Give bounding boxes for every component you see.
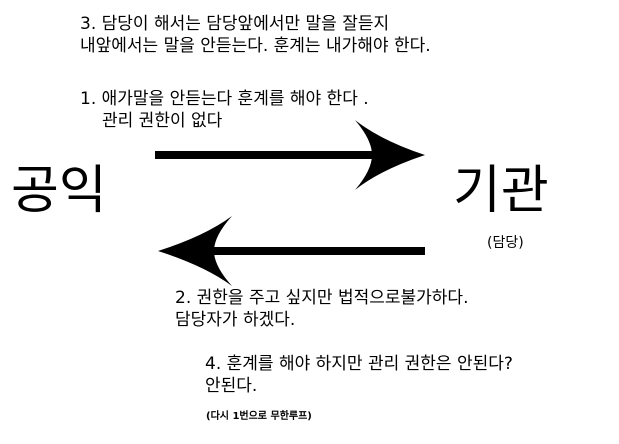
right-entity-label: 기관	[453, 161, 549, 221]
loop-note: (다시 1번으로 무한루프)	[206, 411, 312, 422]
note-step-3-line-1: 3. 담당이 해서는 담당앞에서만 말을 잘듣지	[80, 14, 390, 34]
note-step-2-line-1: 2. 권한을 주고 싶지만 법적으로불가하다.	[175, 288, 469, 308]
note-step-3-line-2: 내앞에서는 말을 안듣는다. 훈계는 내가해야 한다.	[80, 36, 431, 57]
note-step-2: 2. 권한을 주고 싶지만 법적으로불가하다. 담당자가 하겠다.	[175, 287, 468, 331]
note-step-1-line-1: 1. 애가말을 안듣는다 훈계를 해야 한다 .	[80, 89, 369, 109]
arrow-left-head	[158, 216, 232, 286]
note-step-2-line-2: 담당자가 하겠다.	[175, 310, 296, 331]
note-step-1-line-2: 관리 권한이 없다	[102, 111, 223, 132]
note-step-1: 1. 애가말을 안듣는다 훈계를 해야 한다 . 관리 권한이 없다	[80, 88, 369, 132]
note-step-4: 4. 훈계를 해야 하지만 관리 권한은 안된다? 안된다.	[205, 353, 513, 397]
arrow-left	[158, 216, 425, 286]
note-step-4-line-2: 안된다.	[205, 376, 258, 397]
right-entity-subtitle: (담당)	[487, 235, 524, 251]
left-entity-label: 공익	[11, 161, 107, 221]
arrow-right-head	[355, 120, 425, 190]
note-step-3: 3. 담당이 해서는 담당앞에서만 말을 잘듣지 내앞에서는 말을 안듣는다. …	[80, 13, 431, 57]
arrow-right	[155, 120, 425, 190]
note-step-4-line-1: 4. 훈계를 해야 하지만 관리 권한은 안된다?	[205, 354, 513, 374]
